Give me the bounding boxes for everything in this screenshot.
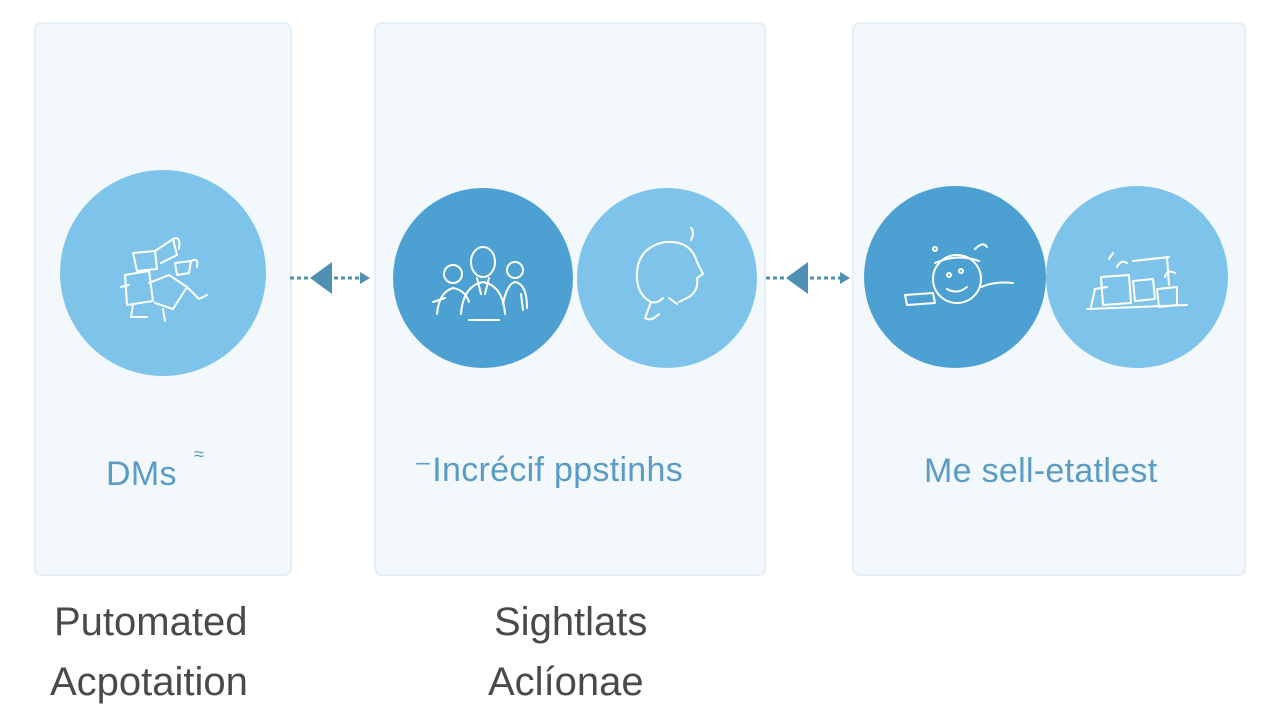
head-profile-icon — [635, 227, 704, 321]
caption-1-line-2: Acpotaition — [50, 660, 248, 704]
panel-3-circle-left — [864, 186, 1046, 368]
panel-2-label: ⁻Incrécif ppstinhs — [414, 451, 684, 489]
workspace-objects-icon — [1086, 252, 1188, 310]
panel-3-circle-right — [1046, 186, 1228, 368]
objects-sketch-icon — [120, 237, 208, 322]
caption-2-line-2: Aclíonae — [488, 660, 644, 704]
panel-1-circle — [60, 170, 266, 376]
panel-2-circle-left — [393, 188, 573, 368]
connector-arrow-2 — [766, 262, 850, 294]
panel-2-circle-right — [577, 188, 757, 368]
caption-1-line-1: Putomated — [54, 600, 248, 644]
connector-arrow-1 — [290, 262, 370, 294]
panel-1-label-mark: ≈ — [194, 444, 205, 464]
people-group-icon — [432, 246, 528, 321]
panel-3-label: Me sell-etatlest — [924, 452, 1158, 490]
caption-2-line-1: Sightlats — [494, 600, 648, 644]
person-at-desk-icon — [904, 243, 1014, 306]
panel-1-label: DMs — [106, 455, 177, 493]
